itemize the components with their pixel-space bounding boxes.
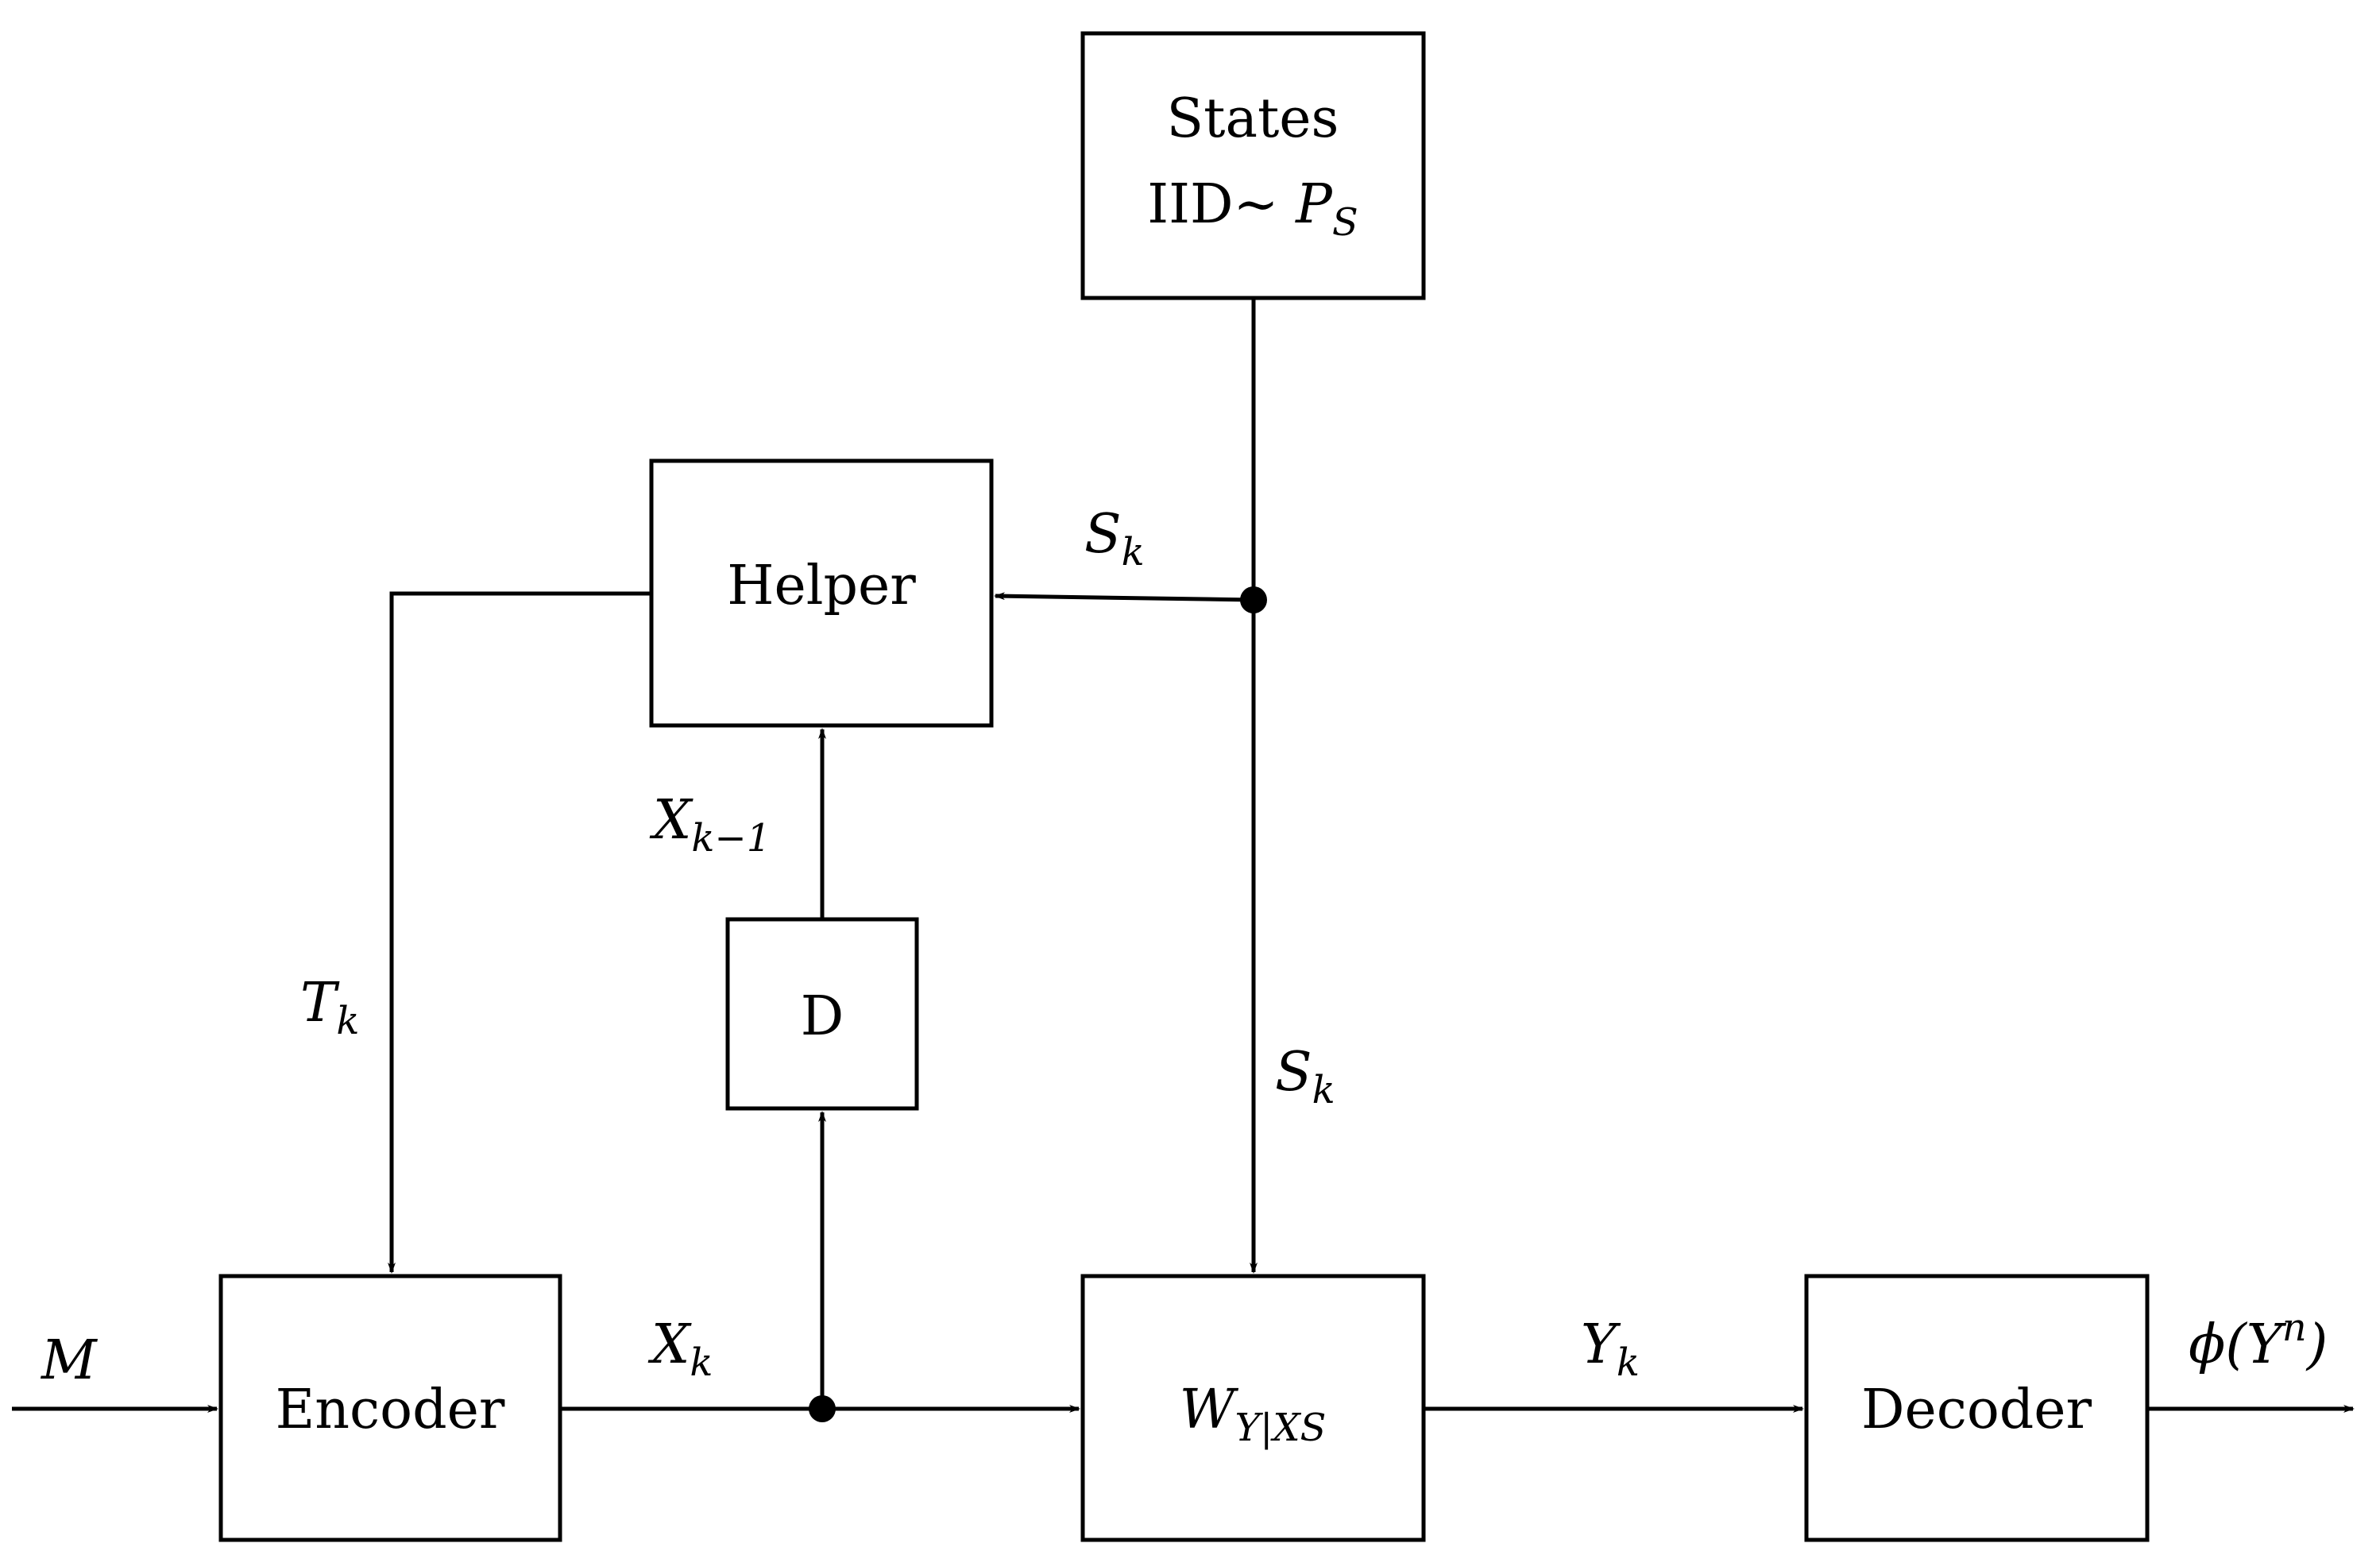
states-distribution-label: IID∼ PS (1147, 173, 1358, 245)
tk-label: Tk (300, 972, 359, 1043)
states-block: States IID∼ PS (1080, 31, 1426, 300)
state-to-helper-wire (994, 592, 1254, 602)
sk-channel-label: Sk (1275, 1041, 1335, 1112)
helper-to-encoder-wire (388, 591, 651, 1274)
state-junction-dot (1240, 586, 1267, 613)
delay-label: D (801, 985, 844, 1048)
delay-block: D (725, 917, 919, 1111)
xk-minus-1-label: Xk−1 (649, 789, 771, 861)
channel-block: WY|XS (1080, 1274, 1426, 1542)
helper-block: Helper (649, 458, 994, 728)
encoder-label: Encoder (276, 1379, 505, 1441)
sk-helper-label: Sk (1084, 503, 1145, 574)
helper-label: Helper (727, 555, 916, 617)
states-label: States (1167, 87, 1339, 150)
decoder-output-label: ϕ(Yn) (2189, 1305, 2328, 1376)
decoder-label: Decoder (1861, 1379, 2092, 1441)
encoder-block: Encoder (218, 1274, 562, 1542)
channel-label: WY|XS (1180, 1379, 1327, 1450)
m-label: M (40, 1329, 99, 1392)
yk-label: Yk (1581, 1313, 1640, 1385)
xk-label: Xk (647, 1313, 713, 1385)
xk-junction-dot (809, 1395, 836, 1422)
decoder-block: Decoder (1804, 1274, 2150, 1542)
